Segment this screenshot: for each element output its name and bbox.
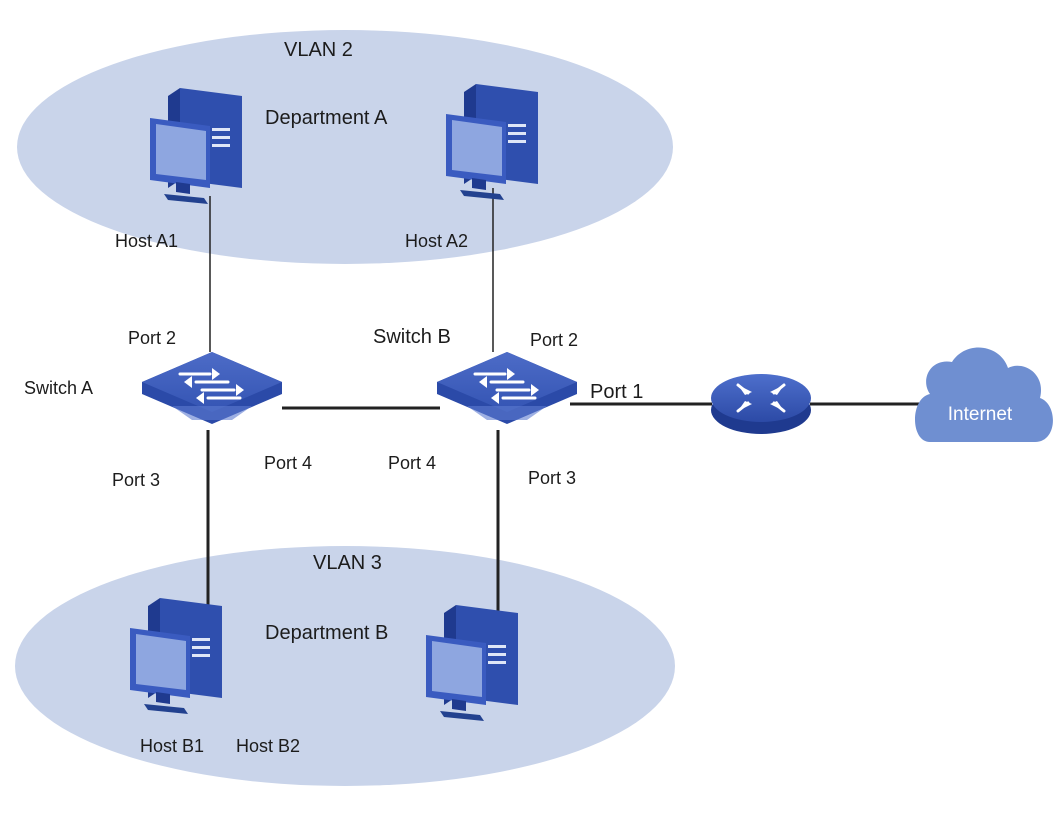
switch-b-port2-label: Port 2 [530,330,578,350]
host-a2-label: Host A2 [405,231,468,251]
vlan2-label: VLAN 2 [284,39,353,61]
vlan2-zone [17,30,673,264]
router-icon [711,374,811,434]
vlan3-label: VLAN 3 [313,552,382,574]
switch-b-port3-label: Port 3 [528,468,576,488]
switch-a-port2-label: Port 2 [128,328,176,348]
switch-b-port4-label: Port 4 [388,453,436,473]
switch-b-label: Switch B [373,326,451,348]
vlan3-zone [15,546,675,786]
host-b1-label: Host B1 [140,736,204,756]
department-b-label: Department B [265,622,388,644]
switch-a-port4-label: Port 4 [264,453,312,473]
switch-b-icon [435,350,579,426]
host-b2-label: Host B2 [236,736,300,756]
department-a-label: Department A [265,107,388,129]
host-a1-label: Host A1 [115,231,178,251]
links [206,188,922,616]
switch-a-icon [140,350,284,426]
internet-label: Internet [948,404,1013,425]
switch-a-port3-label: Port 3 [112,470,160,490]
cloud-icon: Internet [915,347,1053,442]
switch-b-port1-label: Port 1 [590,381,643,403]
switch-a-label: Switch A [24,378,93,398]
